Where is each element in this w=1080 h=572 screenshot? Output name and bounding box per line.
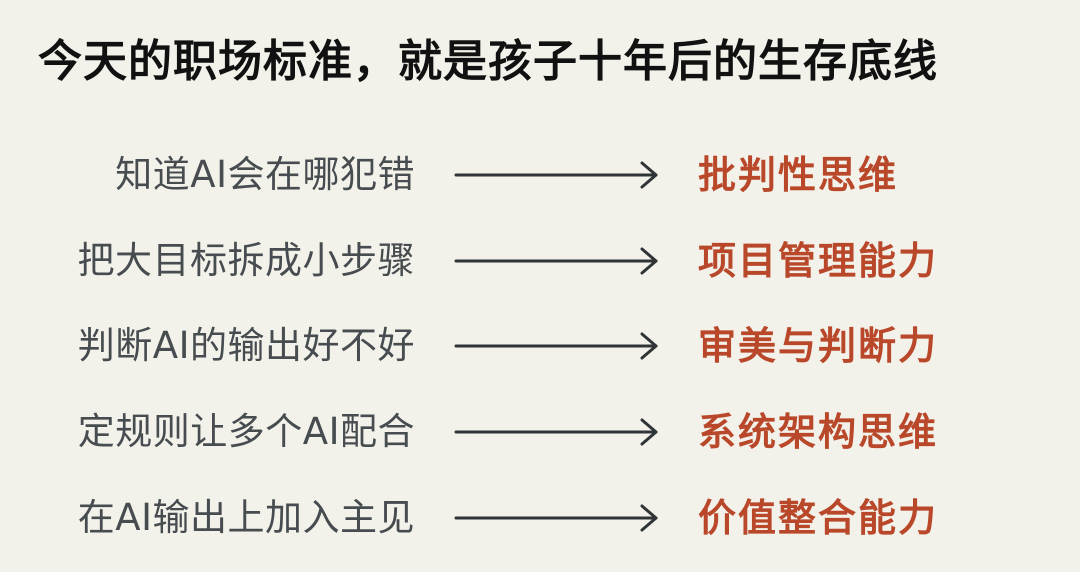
- skill-text: 把大目标拆成小步骤: [77, 239, 415, 282]
- arrow-right-icon: [454, 161, 658, 189]
- page-title: 今天的职场标准，就是孩子十年后的生存底线: [38, 36, 938, 87]
- list-item: 判断AI的输出好不好 审美与判断力: [0, 316, 1080, 376]
- skill-text: 定规则让多个AI配合: [77, 410, 415, 453]
- list-item: 在AI输出上加入主见 价值整合能力: [0, 488, 1080, 548]
- ability-text: 批判性思维: [698, 153, 899, 197]
- ability-text: 项目管理能力: [698, 239, 939, 283]
- ability-text: 审美与判断力: [698, 324, 939, 368]
- skill-text: 判断AI的输出好不好: [77, 324, 415, 367]
- list-item: 知道AI会在哪犯错 批判性思维: [0, 145, 1080, 205]
- list-item: 把大目标拆成小步骤 项目管理能力: [0, 231, 1080, 291]
- list-item: 定规则让多个AI配合 系统架构思维: [0, 402, 1080, 462]
- ability-text: 价值整合能力: [698, 496, 939, 540]
- arrow-right-icon: [454, 418, 658, 446]
- arrow-right-icon: [454, 332, 658, 360]
- arrow-right-icon: [454, 504, 658, 532]
- skill-text: 知道AI会在哪犯错: [115, 153, 415, 196]
- skill-text: 在AI输出上加入主见: [77, 496, 415, 539]
- arrow-right-icon: [454, 247, 658, 275]
- ability-text: 系统架构思维: [698, 410, 939, 454]
